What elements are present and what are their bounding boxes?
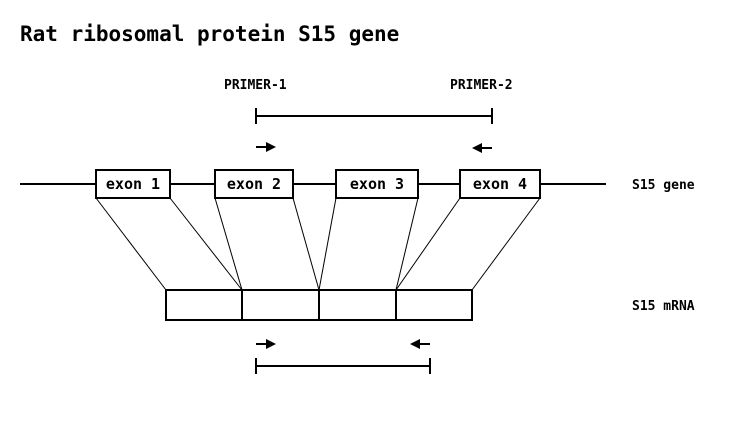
exon-mapping-lines xyxy=(95,197,541,291)
primer-1-label: PRIMER-1 xyxy=(224,78,287,93)
gene-label: S15 gene xyxy=(632,178,695,193)
exon-box-4: exon 4 xyxy=(459,169,541,199)
exon-4-label: exon 4 xyxy=(473,175,527,193)
primer-2-label: PRIMER-2 xyxy=(450,78,513,93)
arrow-right-icon xyxy=(256,142,276,152)
exon-2-label: exon 2 xyxy=(227,175,281,193)
exon-1-label: exon 1 xyxy=(106,175,160,193)
exon-3-label: exon 3 xyxy=(350,175,404,193)
arrow-right-icon xyxy=(256,339,276,349)
mrna-bar xyxy=(165,289,473,321)
diagram-title: Rat ribosomal protein S15 gene xyxy=(20,22,399,46)
arrow-left-icon xyxy=(472,143,492,153)
arrow-left-icon xyxy=(410,339,430,349)
exon-box-1: exon 1 xyxy=(95,169,171,199)
gene-amplicon-bar xyxy=(255,108,493,124)
mrna-label: S15 mRNA xyxy=(632,299,695,314)
exon-box-2: exon 2 xyxy=(214,169,294,199)
exon-box-3: exon 3 xyxy=(335,169,419,199)
mrna-amplicon-bar xyxy=(255,358,431,374)
